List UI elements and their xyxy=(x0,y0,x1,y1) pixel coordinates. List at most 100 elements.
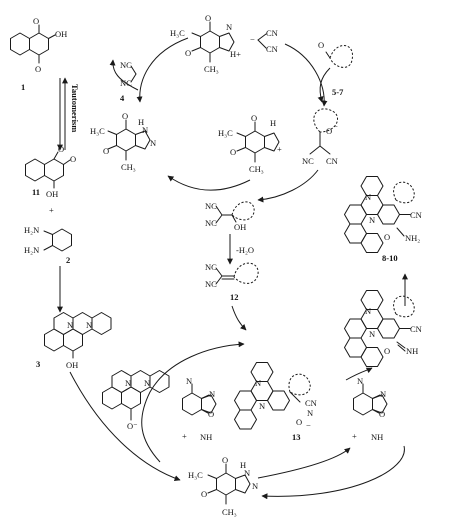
atom-label: N xyxy=(255,378,261,388)
cycle-arrow-right xyxy=(284,43,328,107)
compound-11-structure: O O OH xyxy=(25,144,76,199)
compound-label-11: 11 xyxy=(32,187,40,197)
atom-label: O xyxy=(33,16,39,26)
atom-label: CH₃ xyxy=(222,507,237,517)
atom-label: OH xyxy=(234,222,246,232)
atom-label: N xyxy=(226,22,232,32)
atom-label: CN xyxy=(410,324,422,334)
atom-label: CN xyxy=(305,398,317,408)
atom-label: O xyxy=(70,154,76,164)
compound-4-structure: NC NC xyxy=(120,60,137,88)
imine-intermediate: N N CN O NH xyxy=(344,290,422,367)
atom-label: N xyxy=(252,481,258,491)
atom-label: + xyxy=(277,144,282,154)
caffeine-cation-top: O H₃C O CH₃ N H+ xyxy=(170,13,241,74)
atom-label: NC xyxy=(120,60,132,70)
atom-label: N xyxy=(150,138,156,148)
compound-label-13: 13 xyxy=(292,432,301,442)
atom-label: CN xyxy=(266,44,278,54)
atom-label: H₃C xyxy=(218,128,233,138)
atom-label: O xyxy=(201,489,207,499)
tautomerism-label: Tautomerism xyxy=(70,84,80,132)
plus-sign: + xyxy=(49,205,54,215)
caffeine-cation-right: O H H₃C O CH₃ + xyxy=(218,113,282,174)
atom-label: H+ xyxy=(230,49,241,59)
cycle-arrow-left-top xyxy=(136,37,189,103)
atom-label: + xyxy=(352,431,357,441)
compound-5-7-structure: O xyxy=(318,40,353,68)
atom-label: NH xyxy=(200,432,212,442)
atom-label: OH xyxy=(55,29,67,39)
atom-label: O xyxy=(58,144,64,154)
compound-13-structure: N N CN O − N xyxy=(234,362,317,430)
atom-label: N xyxy=(365,306,371,316)
atom-label: N xyxy=(186,376,192,386)
caffeine-cation-bottom-right: N N O NH + xyxy=(352,376,388,442)
atom-label: N xyxy=(380,389,386,399)
atom-label: NC xyxy=(205,262,217,272)
compound-1-structure: O O OH xyxy=(10,16,67,74)
compound-label-4: 4 xyxy=(120,93,125,103)
alkoxide-intermediate: O − NC CN xyxy=(302,108,338,166)
atom-label: H₃C xyxy=(170,28,185,38)
cycle-arrow-bottom-right xyxy=(257,447,351,479)
atom-label: + xyxy=(182,431,187,441)
atom-label: O xyxy=(208,409,214,419)
atom-label: N xyxy=(365,192,371,202)
atom-label: CN xyxy=(326,156,338,166)
cycle-arrow-phenoxide-to-13 xyxy=(141,341,245,463)
atom-label: CN xyxy=(410,210,422,220)
atom-label: CH₃ xyxy=(121,162,136,172)
atom-label: O xyxy=(230,147,236,157)
atom-label: − xyxy=(250,34,255,44)
atom-label: O xyxy=(205,13,211,23)
atom-label: NH xyxy=(371,432,383,442)
atom-label: O xyxy=(296,417,302,427)
cycle-arrow-release-4 xyxy=(109,59,139,91)
compound-label-2: 2 xyxy=(66,255,70,265)
compound-label-5-7: 5-7 xyxy=(332,87,344,97)
phenoxide-anion: N N O⁻ xyxy=(102,370,170,431)
atom-label: H₂N xyxy=(24,225,39,235)
atom-label: N xyxy=(357,376,363,386)
atom-label: NC xyxy=(302,156,314,166)
malononitrile-anion-top: − CN CN xyxy=(250,28,278,54)
atom-label: NC xyxy=(205,201,217,211)
atom-label: N xyxy=(67,320,73,330)
atom-label: O xyxy=(384,232,390,242)
atom-label: H xyxy=(138,117,144,127)
compound-3-structure: N N OH xyxy=(44,312,112,370)
atom-label: O xyxy=(379,409,385,419)
compound-12-structure: NC NC xyxy=(205,262,259,289)
atom-label: O xyxy=(384,346,390,356)
atom-label: O xyxy=(326,126,332,136)
atom-label: N xyxy=(125,378,131,388)
atom-label: N xyxy=(369,329,375,339)
atom-label: CH₃ xyxy=(204,64,219,74)
atom-label: OH xyxy=(66,360,78,370)
atom-label: O xyxy=(35,64,41,74)
atom-label: N xyxy=(209,389,215,399)
atom-label: N xyxy=(307,408,313,418)
atom-label: O xyxy=(222,455,228,465)
atom-label: N xyxy=(142,125,148,135)
cycle-arrow-to-alcohol xyxy=(257,169,319,203)
atom-label: O xyxy=(122,111,128,121)
compound-label-3: 3 xyxy=(36,359,40,369)
atom-label: N xyxy=(259,401,265,411)
atom-label: − xyxy=(333,121,338,131)
cycle-arrow-ketone xyxy=(317,67,331,103)
atom-label: H xyxy=(240,460,246,470)
atom-label: O⁻ xyxy=(127,421,138,431)
atom-label: CN xyxy=(266,28,278,38)
atom-label: O xyxy=(185,48,191,58)
caffeine-neutral-left: O H N H₃C O CH₃ N xyxy=(90,111,156,172)
dehydration-label: -H₂O xyxy=(236,245,254,255)
atom-label: H₃C xyxy=(90,126,105,136)
atom-label: NH xyxy=(406,346,418,356)
arrow-3-to-cycle xyxy=(69,371,181,482)
product-8-10-structure: N N CN O NH₂ xyxy=(344,176,422,253)
atom-label: N xyxy=(244,468,250,478)
atom-label: O xyxy=(103,146,109,156)
